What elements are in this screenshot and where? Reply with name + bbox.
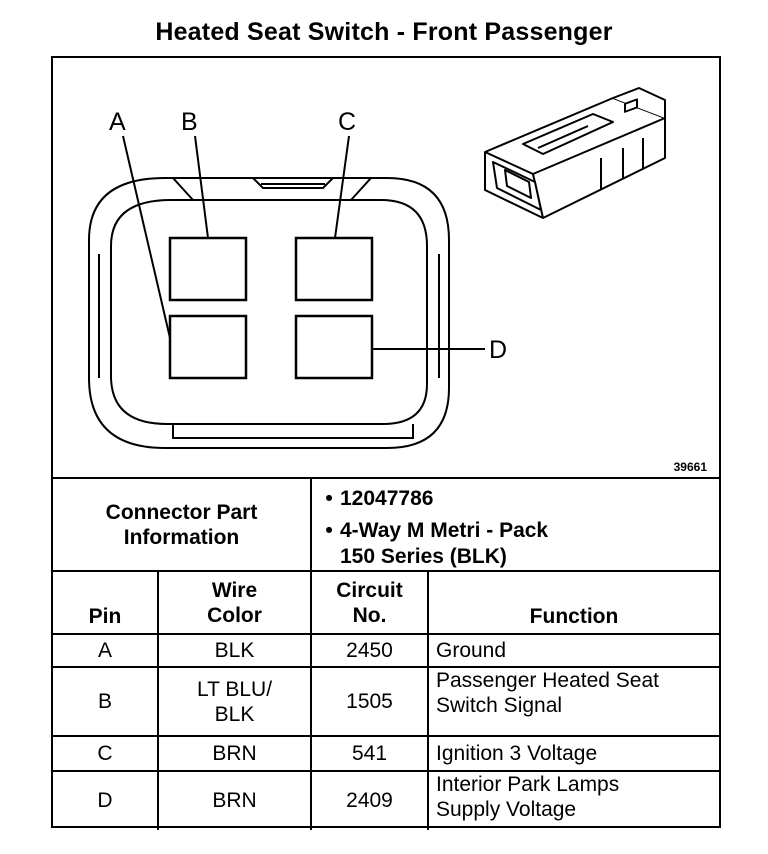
table-top-border xyxy=(53,477,719,479)
leader-b xyxy=(194,135,209,239)
pin-label-c: C xyxy=(338,108,356,136)
cavity-b xyxy=(168,236,248,302)
cavity-a xyxy=(168,314,248,380)
row-divider-1 xyxy=(53,666,719,668)
row-divider-3 xyxy=(53,770,719,772)
cavity-d xyxy=(294,314,374,380)
row-d-wire-color: BRN xyxy=(212,788,257,812)
column-divider-1 xyxy=(157,570,159,830)
part-number: 12047786 xyxy=(340,487,434,510)
header-circuit-no: Circuit No. xyxy=(336,578,403,627)
leader-a xyxy=(122,135,171,339)
connector-top-latch xyxy=(172,177,372,201)
header-pin: Pin xyxy=(88,605,122,628)
header-function: Function xyxy=(529,605,619,628)
row-c-function: Ignition 3 Voltage xyxy=(436,742,598,765)
row-a-circuit: 2450 xyxy=(346,639,393,662)
row-b-function: Passenger Heated Seat Switch Signal xyxy=(436,669,659,717)
header-wire-color: Wire Color xyxy=(207,578,262,627)
connector-bottom-tab xyxy=(172,424,414,439)
row-d-circuit: 2409 xyxy=(346,788,393,812)
header-divider xyxy=(53,633,719,635)
connector-info-values: •12047786 •4-Way M Metri - Pack 150 Seri… xyxy=(325,487,549,568)
row-b-wire-color: LT BLU/ BLK xyxy=(196,677,273,726)
connector-description-1: 4-Way M Metri - Pack xyxy=(340,519,549,542)
cavity-c xyxy=(294,236,374,302)
connector-sheet: A B C D 39661 Connector Part Informatio xyxy=(51,56,721,830)
connector-info-label: Connector Part Information xyxy=(105,500,258,549)
connector-illustration xyxy=(484,87,666,219)
leader-c xyxy=(334,135,350,239)
row-c-wire-color: BRN xyxy=(212,742,257,765)
connector-description-2: 150 Series (BLK) xyxy=(340,545,507,568)
row-b-circuit: 1505 xyxy=(346,690,393,713)
row-a-wire-color: BLK xyxy=(214,639,255,662)
row-d-function: Interior Park Lamps Supply Voltage xyxy=(436,773,620,821)
connector-face-diagram: A B C D xyxy=(88,87,666,449)
row-d-pin: D xyxy=(97,788,113,812)
row-c-circuit: 541 xyxy=(351,742,388,765)
pin-label-d: D xyxy=(489,336,507,364)
row-a-pin: A xyxy=(97,639,112,662)
connector-housing-inner xyxy=(110,199,428,425)
row-a-function: Ground xyxy=(436,639,507,662)
info-divider xyxy=(53,570,719,572)
page-title: Heated Seat Switch - Front Passenger xyxy=(155,18,613,46)
figure-number: 39661 xyxy=(673,460,707,474)
pin-label-b: B xyxy=(181,108,198,136)
connector-housing-outer xyxy=(88,177,450,449)
column-divider-3 xyxy=(427,570,429,830)
row-divider-2 xyxy=(53,735,719,737)
row-c-pin: C xyxy=(97,742,113,765)
row-b-pin: B xyxy=(97,690,112,713)
pin-label-a: A xyxy=(109,108,126,136)
column-divider-2 xyxy=(310,477,312,830)
